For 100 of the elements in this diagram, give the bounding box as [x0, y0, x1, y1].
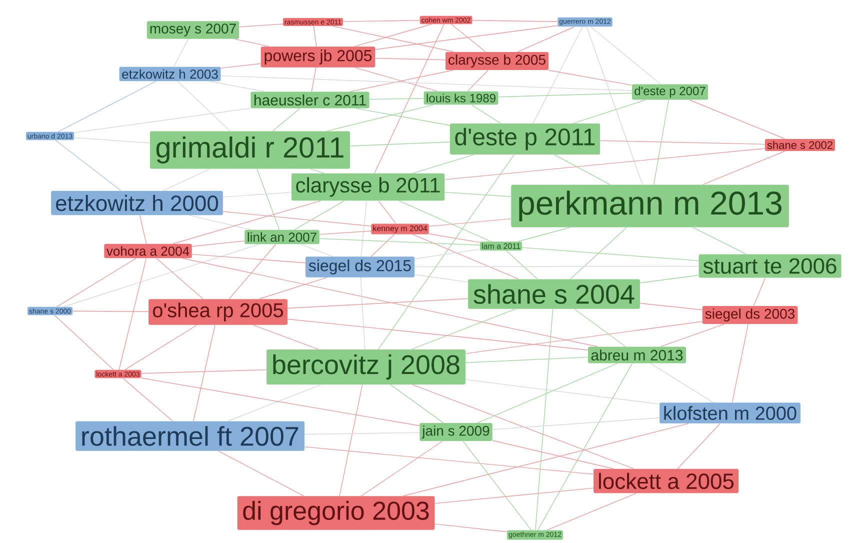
link-line	[414, 266, 699, 268]
link-line	[222, 211, 372, 226]
link-line	[537, 363, 633, 530]
reference-label: haeussler c 2011	[250, 92, 370, 108]
reference-label: d'este p 2007	[632, 84, 708, 100]
link-line	[74, 108, 251, 133]
reference-label: siegel ds 2003	[702, 306, 798, 324]
link-line	[319, 230, 372, 235]
link-line	[467, 70, 488, 92]
reference-label: perkmann m 2013	[511, 184, 789, 228]
link-line	[310, 168, 324, 174]
link-line	[554, 154, 610, 185]
link-line	[412, 384, 634, 470]
link-line	[252, 324, 319, 350]
link-line	[360, 440, 443, 496]
link-line	[360, 200, 367, 257]
link-line	[492, 440, 614, 470]
link-line	[222, 192, 292, 198]
link-line	[465, 321, 703, 354]
link-line	[208, 80, 266, 92]
reference-label: mosey s 2007	[146, 21, 240, 39]
link-line	[339, 384, 363, 496]
link-line	[586, 26, 643, 185]
link-line	[465, 379, 660, 404]
link-line	[189, 214, 252, 230]
link-line	[477, 363, 618, 424]
link-line	[370, 234, 395, 257]
reference-label: etzkowitz h 2000	[51, 190, 223, 216]
reference-label: lam a 2011	[480, 242, 522, 250]
link-line	[234, 38, 270, 47]
link-line	[350, 142, 450, 146]
link-line	[304, 446, 594, 475]
link-line	[378, 154, 514, 350]
link-line	[72, 310, 149, 312]
link-line	[492, 418, 660, 430]
link-line	[434, 488, 594, 504]
link-line	[412, 234, 519, 280]
link-line	[182, 258, 598, 347]
link-line	[74, 137, 150, 144]
link-line	[332, 26, 454, 52]
link-line	[471, 104, 501, 124]
reference-label: shane s 2004	[468, 279, 640, 309]
link-line	[535, 308, 554, 530]
link-line	[259, 277, 328, 300]
link-line	[472, 20, 558, 22]
reference-label: lockett a 2005	[594, 468, 738, 494]
reference-label: siegel ds 2015	[306, 256, 414, 278]
link-line	[193, 324, 216, 422]
link-line	[220, 63, 261, 68]
link-line	[444, 192, 512, 197]
link-line	[287, 298, 468, 309]
reference-label: stuart te 2006	[698, 254, 842, 278]
link-line	[58, 80, 156, 132]
link-line	[402, 423, 689, 496]
link-line	[118, 258, 147, 370]
link-line	[398, 200, 491, 242]
link-line	[518, 227, 570, 242]
link-line	[350, 70, 454, 92]
reference-label: grimaldi r 2011	[150, 131, 350, 169]
reference-label: d'este p 2011	[450, 124, 600, 154]
link-line	[450, 24, 486, 52]
link-line	[294, 200, 345, 230]
link-line	[326, 104, 434, 132]
link-line	[428, 234, 480, 243]
link-line	[573, 100, 646, 124]
link-line	[375, 58, 446, 60]
link-line	[374, 24, 444, 174]
link-line	[498, 92, 632, 98]
link-line	[124, 324, 198, 370]
link-line	[640, 302, 703, 310]
reference-label: jain s 2009	[420, 422, 492, 442]
link-line	[650, 363, 714, 403]
link-line	[55, 140, 122, 192]
reference-label: link an 2007	[244, 230, 320, 244]
link-line	[139, 214, 147, 244]
link-line	[546, 492, 637, 530]
link-line	[732, 324, 748, 403]
link-line	[414, 274, 468, 282]
link-line	[218, 450, 304, 496]
link-line	[444, 148, 766, 180]
link-line	[375, 25, 558, 50]
reference-label: abreu m 2013	[588, 346, 686, 364]
link-line	[522, 247, 699, 262]
link-line	[506, 250, 538, 280]
link-line	[702, 150, 786, 185]
link-line	[287, 318, 588, 350]
link-line	[141, 378, 420, 426]
reference-label: bercovitz j 2008	[266, 350, 466, 384]
link-line	[162, 168, 210, 192]
link-line	[141, 369, 267, 374]
reference-label: louis ks 1989	[424, 91, 498, 105]
reference-label: clarysse b 2005	[445, 52, 549, 70]
link-line	[319, 238, 480, 246]
reference-label: vohora a 2004	[104, 244, 192, 258]
link-line	[411, 308, 516, 350]
link-line	[228, 384, 322, 422]
link-line	[677, 423, 720, 470]
link-line	[428, 218, 512, 227]
link-line	[548, 70, 632, 86]
link-line	[122, 378, 173, 422]
